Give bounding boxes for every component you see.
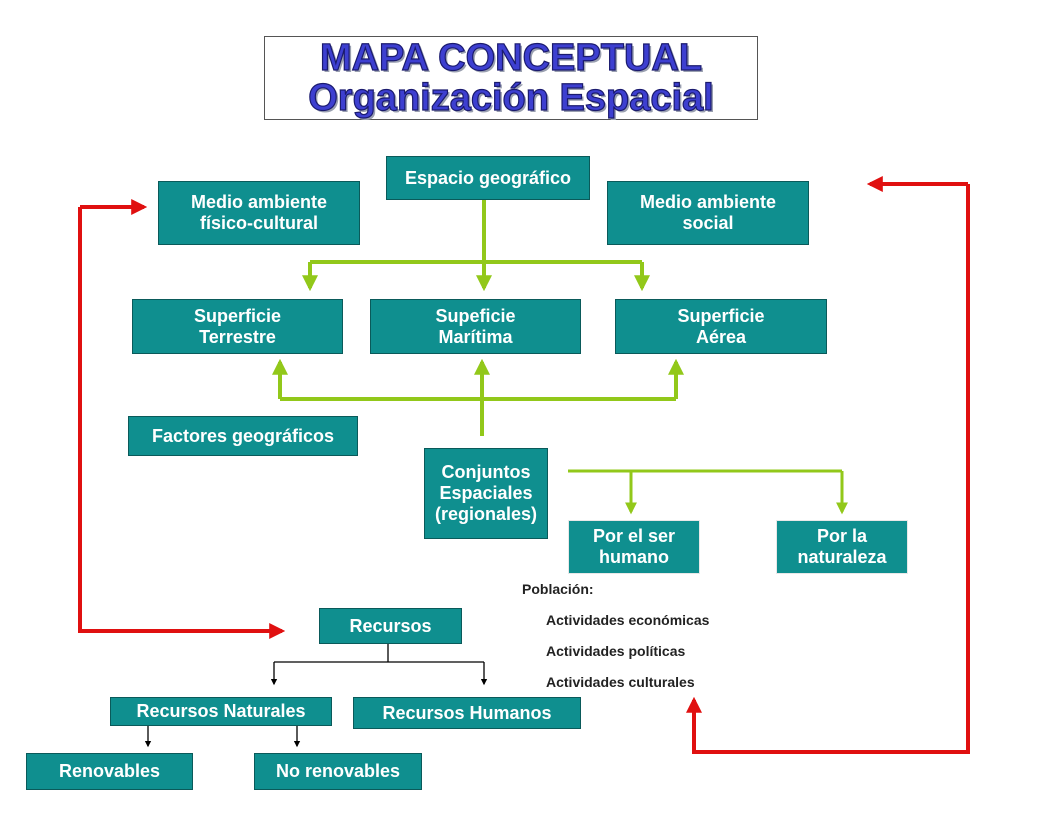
node-espacio-geografico: Espacio geográfico <box>386 156 590 200</box>
connector-recursos-tree <box>144 644 488 748</box>
node-superficie-aerea: Superficie Aérea <box>615 299 827 354</box>
node-medio-ambiente-social: Medio ambiente social <box>607 181 809 245</box>
title-box: MAPA CONCEPTUAL Organización Espacial <box>264 36 758 120</box>
node-recursos: Recursos <box>319 608 462 644</box>
node-recursos-humanos: Recursos Humanos <box>353 697 581 729</box>
node-renovables: Renovables <box>26 753 193 790</box>
connector-espacio-to-superficies <box>302 200 650 292</box>
node-conjuntos-espaciales: Conjuntos Espaciales (regionales) <box>424 448 548 539</box>
node-no-renovables: No renovables <box>254 753 422 790</box>
connector-red-left <box>78 199 286 639</box>
node-superficie-maritima: Supeficie Marítima <box>370 299 581 354</box>
node-por-el-ser-humano: Por el ser humano <box>568 520 700 574</box>
connector-red-right <box>686 176 970 754</box>
connector-conjuntos-to-superficies <box>272 358 684 436</box>
connector-conjuntos-to-origen <box>568 469 848 515</box>
node-factores-geograficos: Factores geográficos <box>128 416 358 456</box>
node-medio-ambiente-fisico: Medio ambiente físico-cultural <box>158 181 360 245</box>
poblacion-item-economicas: Actividades económicas <box>546 612 710 628</box>
node-superficie-terrestre: Superficie Terrestre <box>132 299 343 354</box>
node-recursos-naturales: Recursos Naturales <box>110 697 332 726</box>
poblacion-item-culturales: Actividades culturales <box>546 674 695 690</box>
poblacion-item-politicas: Actividades políticas <box>546 643 686 659</box>
title-line-1: MAPA CONCEPTUAL <box>319 37 703 79</box>
poblacion-label: Población: <box>522 581 594 597</box>
node-por-la-naturaleza: Por la naturaleza <box>776 520 908 574</box>
title-line-2: Organización Espacial <box>308 77 715 119</box>
